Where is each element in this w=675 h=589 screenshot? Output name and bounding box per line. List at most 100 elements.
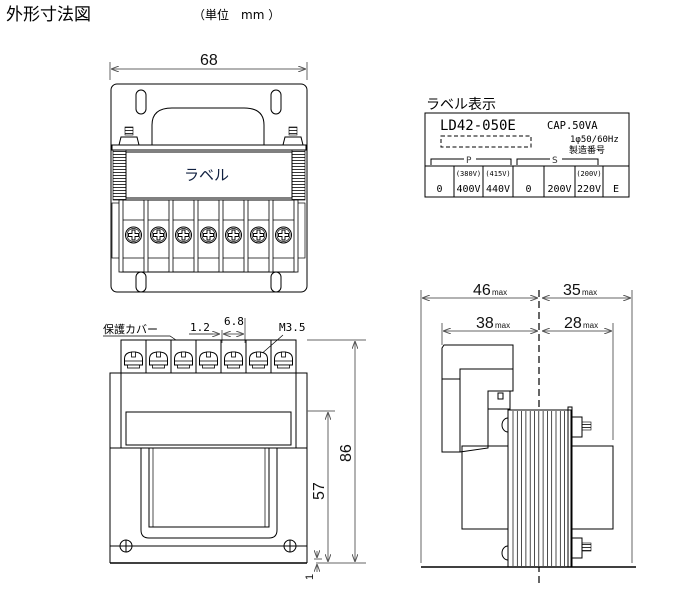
terminal-screw-side-icon [124, 351, 143, 369]
label-model: LD42-050E [440, 118, 516, 134]
slot-top-left [135, 89, 147, 115]
terminal-separator [168, 199, 174, 273]
terminal-screw-side-icon [199, 351, 218, 369]
lamination-lines [512, 411, 565, 566]
label-phase-freq: 1φ50/60Hz [570, 135, 619, 145]
terminal-housing-inner [459, 368, 514, 453]
slot-bottom-left [135, 271, 147, 293]
terminal-screw-icon [275, 226, 292, 244]
dim-86-label: 86 [338, 444, 355, 462]
terminal-screw-icon [150, 226, 167, 244]
dim-28-label: 28 [564, 315, 582, 332]
terminal-screw-icon [200, 226, 217, 244]
clamp-bar [111, 144, 307, 151]
slot-bottom-right [270, 271, 282, 293]
dim-38-label: 38 [476, 315, 494, 332]
terminal-voltage: E [613, 184, 619, 195]
cover-label: 保護カバー [103, 322, 158, 336]
bolt-right [282, 126, 304, 146]
terminal-screw-icon [175, 226, 192, 244]
terminal-voltage: 440V [486, 184, 510, 195]
side-bolt-top [571, 416, 592, 438]
label-terminal-cell: 200V [543, 165, 576, 198]
dim-1-label: 1 [304, 574, 316, 580]
bracket-opening [140, 448, 278, 539]
bottom-view: 保護カバー 1.2 6.8 M3.5 [103, 315, 366, 580]
terminal-voltage: 0 [436, 184, 442, 195]
label-terminal-cell: (380V) 400V [453, 165, 484, 198]
terminal-separator [268, 199, 274, 273]
label-display: ラベル表示 LD42-050E CAP.50VA 1φ50/60Hz 製造番号 … [424, 97, 630, 198]
transformer-body [109, 372, 308, 547]
serial-placeholder-box [440, 135, 532, 148]
terminal-screw-icon [125, 226, 142, 244]
side-bolt-bottom [571, 537, 592, 559]
terminal-separator [118, 199, 124, 273]
terminal-screw-icon [225, 226, 242, 244]
bottom-terminals [120, 340, 297, 373]
dim-57-label: 57 [311, 482, 328, 500]
gap-dim-label: 1.2 [190, 321, 210, 334]
primary-label: P [466, 156, 472, 166]
terminal-sub-voltage: (380V) [456, 170, 481, 178]
terminal-sub-voltage: (200V) [576, 170, 601, 178]
terminal-screw-side-icon [224, 351, 243, 369]
pitch-dim-label: 6.8 [224, 315, 244, 328]
dim-68-label: 68 [200, 52, 218, 69]
terminal-screw-side-icon [149, 351, 168, 369]
rivet-top [501, 417, 509, 433]
dim-28-suffix: max [583, 321, 598, 330]
unit-note: （単位 mm ） [193, 7, 280, 22]
cover-leader [103, 335, 177, 341]
terminal-separator [143, 199, 149, 273]
terminal-screw-side-icon [274, 351, 293, 369]
screw-label: M3.5 [279, 321, 306, 334]
terminal-sub-voltage: (415V) [485, 170, 510, 178]
front-view: 68 ラベル [109, 52, 308, 293]
terminal-voltage: 0 [525, 184, 531, 195]
terminal-separator [243, 199, 249, 273]
side-view: 46 max 35 max 38 max 28 max [420, 282, 636, 584]
dim-35-label: 35 [563, 282, 581, 299]
dim-46-label: 46 [473, 282, 491, 299]
label-terminal-cell: 0 [424, 165, 455, 198]
terminal-latch [487, 390, 511, 410]
rivet-bottom [501, 545, 509, 561]
bolt-left [118, 126, 140, 146]
mount-screw-left [119, 539, 133, 553]
terminal-voltage: 220V [577, 184, 601, 195]
label-capacity: CAP.50VA [547, 120, 598, 132]
secondary-label: S [552, 156, 558, 166]
label-terminal-cells: 0 (380V) 400V (415V) 440V 0 200V (200V) 220V E [424, 165, 630, 198]
terminal-latch-notch [497, 392, 504, 400]
label-terminal-cell: 0 [512, 165, 545, 198]
lamination-right [291, 149, 306, 201]
terminal-voltage: 400V [456, 184, 480, 195]
terminal-voltage: 200V [547, 184, 571, 195]
mounting-plate [110, 83, 308, 293]
terminal-separator [293, 199, 299, 273]
label-heading: ラベル表示 [426, 97, 496, 113]
dim-35-suffix: max [582, 288, 597, 297]
dim-46-suffix: max [492, 288, 507, 297]
slot-top-right [270, 89, 282, 115]
page-title: 外形寸法図 [6, 5, 91, 25]
lamination-left [112, 149, 127, 201]
mount-screw-right [283, 539, 297, 553]
label-serial: 製造番号 [569, 144, 605, 156]
terminal-separator [193, 199, 199, 273]
label-strip [125, 411, 292, 446]
primary-bracket-gap [464, 154, 476, 164]
label-terminal-cell: (415V) 440V [482, 165, 514, 198]
core-arch [151, 107, 265, 145]
terminal-screw-side-icon [249, 351, 268, 369]
label-terminal-cell: (200V) 220V [574, 165, 604, 198]
terminal-screw-icon [250, 226, 267, 244]
coil-label-text: ラベル [184, 166, 229, 184]
coil-window [148, 447, 270, 528]
label-terminal-cell: E [602, 165, 630, 198]
terminal-separator [218, 199, 224, 273]
coil-label-area [125, 151, 293, 199]
dim-38-suffix: max [495, 321, 510, 330]
